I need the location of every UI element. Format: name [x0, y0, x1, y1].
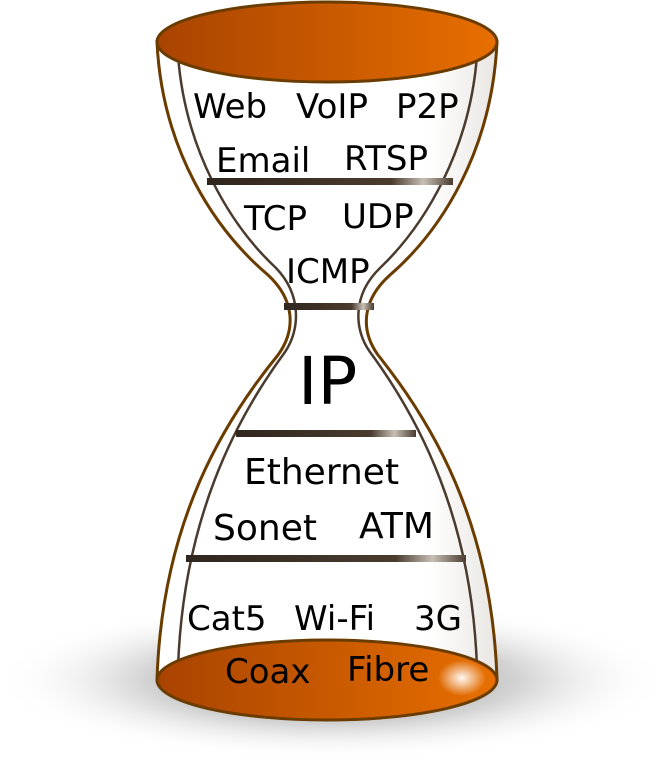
label-icmp: ICMP	[286, 252, 370, 292]
label-rtsp: RTSP	[344, 139, 428, 179]
label-ethernet: Ethernet	[244, 452, 399, 493]
label-cat5: Cat5	[187, 599, 267, 639]
label-email: Email	[216, 141, 310, 181]
band-application-transport	[207, 178, 453, 185]
label-p2p: P2P	[396, 87, 459, 127]
band-transport-network	[284, 303, 374, 310]
bottom-cap-highlight	[438, 660, 486, 696]
label-fibre: Fibre	[347, 650, 429, 690]
label-voip: VoIP	[296, 87, 368, 127]
label-web: Web	[193, 87, 267, 127]
bottom-cap	[155, 638, 499, 722]
top-cap	[155, 0, 499, 84]
label-udp: UDP	[342, 197, 414, 237]
label-coax: Coax	[225, 652, 311, 692]
label-atm: ATM	[359, 506, 434, 547]
label-3g: 3G	[414, 599, 462, 639]
label-tcp: TCP	[243, 199, 307, 239]
band-network-link	[236, 430, 416, 437]
band-link-physical	[186, 555, 466, 562]
label-wifi: Wi-Fi	[294, 599, 375, 639]
label-sonet: Sonet	[213, 508, 317, 549]
label-ip: IP	[298, 343, 357, 420]
